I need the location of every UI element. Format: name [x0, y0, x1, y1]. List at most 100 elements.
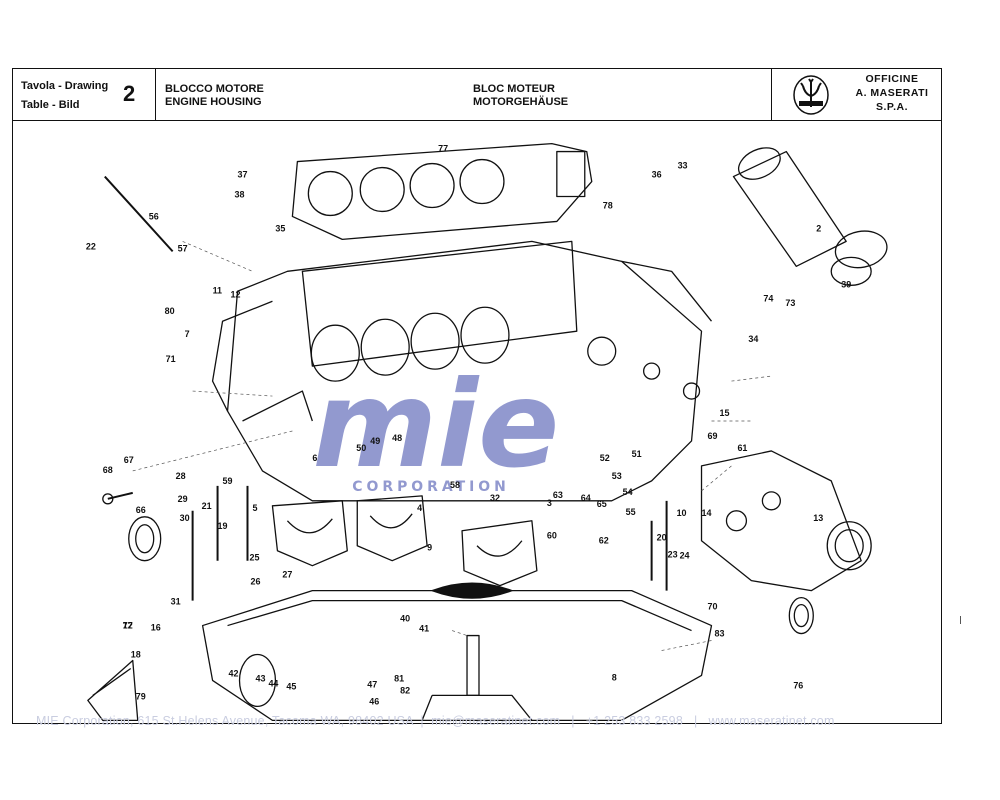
part-label: 44 — [268, 678, 278, 688]
part-label: 17 — [123, 621, 133, 631]
part-label: 64 — [581, 493, 591, 503]
part-label: 37 — [238, 170, 248, 180]
part-label: 61 — [737, 443, 747, 453]
cylinder-liner — [732, 147, 888, 269]
part-label: 48 — [392, 433, 402, 443]
engine-mount-bracket — [87, 659, 139, 722]
crankshaft-seal-rear — [788, 596, 814, 635]
part-label: 29 — [178, 494, 188, 504]
german-title: MOTORGEHÄUSE — [473, 96, 569, 108]
part-label: 51 — [632, 449, 642, 459]
part-label: 80 — [165, 306, 175, 316]
part-label: 28 — [176, 471, 186, 481]
part-label: 39 — [841, 279, 851, 289]
part-label: 70 — [708, 602, 718, 612]
crankshaft-seal-front — [128, 516, 162, 562]
part-label: 69 — [708, 431, 718, 441]
part-label: 56 — [149, 211, 159, 221]
part-label: 78 — [603, 200, 613, 210]
part-label: 81 — [394, 673, 404, 683]
part-label: 31 — [171, 597, 181, 607]
footer-contact: MIE Corporation, 615 St.Helens Avenue, T… — [36, 714, 976, 728]
english-title: ENGINE HOUSING — [165, 96, 262, 108]
part-label: 10 — [677, 508, 687, 518]
part-label: 23 — [668, 550, 678, 560]
part-label: 76 — [793, 680, 803, 690]
part-label: 5 — [252, 503, 257, 513]
exploded-engine-diagram: mie CORPORATION 2 3 4 5 6 7 8 9 10 11 12… — [86, 142, 888, 722]
part-label: 34 — [748, 334, 758, 344]
footer-separator: | — [571, 714, 575, 728]
part-label: 21 — [202, 501, 212, 511]
footer-website[interactable]: www.maseratinet.com — [708, 714, 835, 728]
part-label: 40 — [400, 614, 410, 624]
part-label: 53 — [612, 471, 622, 481]
part-label: 55 — [626, 507, 636, 517]
part-label: 41 — [419, 624, 429, 634]
part-label: 35 — [275, 223, 285, 233]
part-label: 79 — [136, 691, 146, 701]
part-label: 62 — [599, 536, 609, 546]
footer-address: MIE Corporation, 615 St.Helens Avenue, T… — [36, 714, 414, 728]
head-gasket — [291, 142, 593, 241]
part-label: 2 — [816, 223, 821, 233]
part-label: 74 — [763, 293, 773, 303]
part-label: 65 — [597, 499, 607, 509]
part-label: 20 — [657, 533, 667, 543]
part-label: 22 — [86, 241, 96, 251]
main-bearing-caps — [271, 495, 538, 587]
drawing-sheet: Tavola - Drawing Table - Bild 2 BLOCCO M… — [12, 68, 942, 724]
part-label: 26 — [250, 577, 260, 587]
part-label: 45 — [286, 681, 296, 691]
french-title: BLOC MOTEUR — [473, 83, 555, 95]
long-stud — [104, 175, 174, 253]
part-label: 15 — [719, 408, 729, 418]
footer-separator: | — [420, 714, 424, 728]
company-block: OFFICINE A. MASERATI S.P.A. — [771, 69, 941, 120]
part-label: 12 — [231, 289, 241, 299]
part-label: 67 — [124, 455, 134, 465]
part-label: 50 — [356, 443, 366, 453]
company-line-1: OFFICINE — [865, 73, 919, 85]
company-line-2: A. MASERATI — [855, 87, 929, 99]
part-label: 59 — [223, 476, 233, 486]
watermark-subtext: CORPORATION — [352, 479, 510, 495]
part-label: 57 — [178, 243, 188, 253]
footer-separator: | — [694, 714, 698, 728]
part-label: 7 — [185, 329, 190, 339]
part-label: 71 — [166, 354, 176, 364]
part-label: 49 — [370, 436, 380, 446]
part-label: 46 — [369, 696, 379, 706]
watermark: mie CORPORATION — [312, 356, 559, 495]
watermark-logo: mie — [312, 356, 559, 495]
part-label: 43 — [255, 673, 265, 683]
drawing-number: 2 — [123, 81, 136, 106]
part-label: 83 — [714, 629, 724, 639]
part-label: 24 — [680, 551, 690, 561]
italian-title: BLOCCO MOTORE — [165, 83, 264, 95]
drawing-number-cell: Tavola - Drawing Table - Bild 2 — [13, 69, 155, 120]
margin-mark — [960, 616, 961, 624]
part-label: 14 — [702, 508, 712, 518]
part-label: 54 — [623, 487, 633, 497]
part-label: 16 — [151, 623, 161, 633]
table-label: Table - Bild — [21, 99, 80, 111]
title-block: Tavola - Drawing Table - Bild 2 BLOCCO M… — [13, 69, 941, 121]
leader-lines — [132, 241, 772, 651]
engine-block — [211, 240, 713, 502]
part-label: 52 — [600, 453, 610, 463]
footer-email[interactable]: mie@maseratinet.com — [431, 714, 561, 728]
part-label: 72 — [123, 621, 133, 631]
footer-phone: +1 253 833 2598 — [585, 714, 683, 728]
part-number-labels: 2 3 4 5 6 7 8 9 10 11 12 13 14 15 16 17 … — [86, 144, 851, 707]
part-label: 60 — [547, 531, 557, 541]
oil-sump — [201, 582, 713, 722]
part-label: 73 — [785, 298, 795, 308]
part-label: 19 — [218, 521, 228, 531]
part-label: 27 — [282, 570, 292, 580]
part-label: 77 — [438, 144, 448, 154]
part-label: 32 — [490, 493, 500, 503]
part-label: 38 — [235, 189, 245, 199]
part-label: 4 — [417, 503, 422, 513]
part-label: 18 — [131, 649, 141, 659]
